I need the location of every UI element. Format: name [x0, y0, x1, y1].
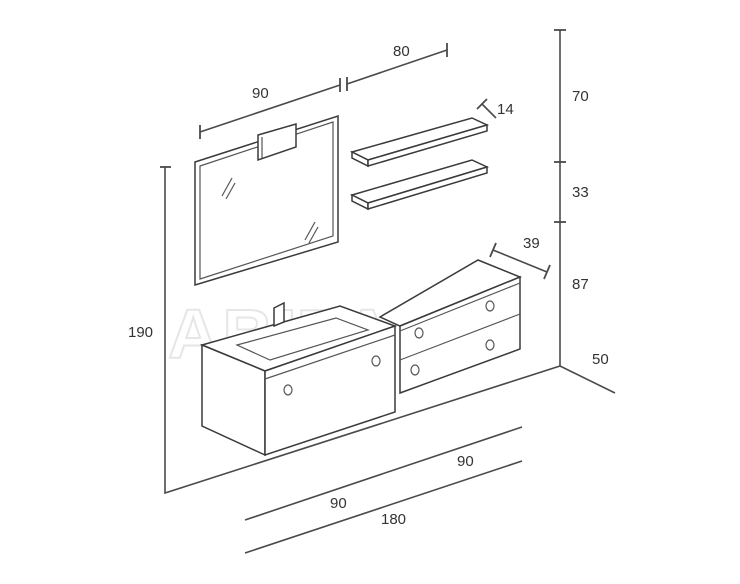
mirror [194, 114, 339, 287]
left-sink-unit [199, 301, 398, 457]
dim-mirror-width: 90 [199, 78, 341, 139]
dim-total-width-label: 180 [381, 511, 406, 528]
dim-right-vertical: 70 33 87 50 [554, 29, 609, 368]
right-drawer-unit [378, 259, 522, 395]
dim-lower-height-label: 87 [572, 276, 589, 293]
dim-wall-depth-label: 50 [592, 351, 609, 368]
dim-shelf-width: 80 [346, 43, 448, 91]
dim-bottom-widths: 90 90 180 [244, 426, 523, 554]
shelf-lower [349, 159, 490, 211]
dim-shelf-depth-label: 14 [497, 101, 514, 118]
dim-shelf-depth: 14 [476, 98, 514, 119]
shelf-upper [349, 117, 490, 168]
floor-lines [160, 166, 616, 495]
dim-top-height-label: 70 [572, 88, 589, 105]
dim-mirror-width-label: 90 [252, 85, 269, 102]
dim-left-unit-width-label: 90 [330, 495, 347, 512]
dim-overall-height-label: 190 [128, 324, 153, 341]
dim-top-depth-label: 39 [523, 235, 540, 252]
dim-right-unit-width-label: 90 [457, 453, 474, 470]
dim-middle-height-label: 33 [572, 184, 589, 201]
dim-top-depth: 39 [489, 235, 551, 280]
dim-shelf-width-label: 80 [393, 43, 410, 60]
